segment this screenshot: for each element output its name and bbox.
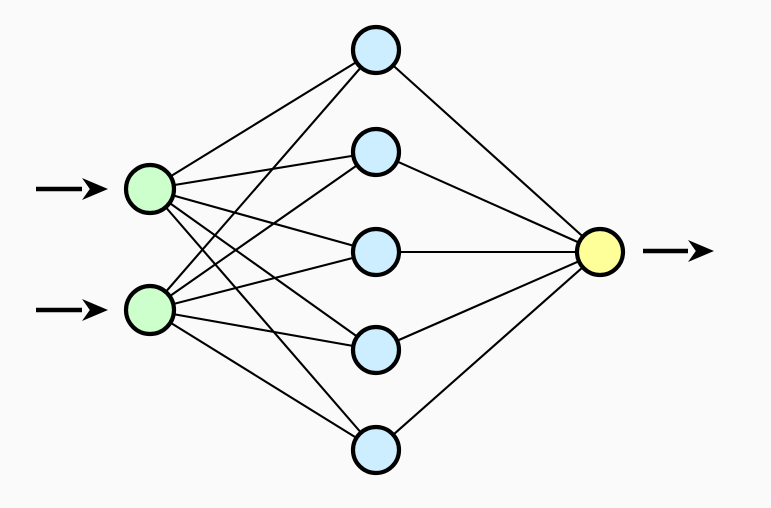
edge-h2-o1 bbox=[375, 151, 601, 253]
node-hidden-1[interactable] bbox=[350, 24, 402, 76]
edge-i2-h3 bbox=[149, 250, 377, 312]
output-arrow bbox=[643, 240, 714, 262]
input-arrow-top bbox=[36, 178, 108, 200]
edges-group bbox=[149, 49, 601, 451]
edge-i2-h2 bbox=[149, 151, 377, 311]
input-arrow-bottom bbox=[36, 299, 108, 321]
node-circle-h2[interactable] bbox=[350, 126, 402, 178]
edge-h4-o1 bbox=[375, 251, 601, 351]
edge-i1-h3 bbox=[149, 187, 377, 254]
input-arrow-top-head bbox=[82, 178, 108, 200]
node-circle-h1[interactable] bbox=[350, 24, 402, 76]
edge-h5-o1 bbox=[375, 251, 601, 451]
edge-i1-h1 bbox=[149, 49, 377, 190]
node-hidden-3[interactable] bbox=[350, 226, 402, 278]
input-arrow-bottom-head bbox=[82, 299, 108, 321]
edge-i1-h4 bbox=[149, 188, 377, 351]
node-circle-i1[interactable] bbox=[123, 162, 177, 216]
node-circle-o1[interactable] bbox=[574, 226, 626, 278]
edge-i1-h5 bbox=[149, 188, 377, 451]
edge-i2-h4 bbox=[149, 308, 377, 352]
node-circle-i2[interactable] bbox=[123, 283, 177, 337]
node-hidden-5[interactable] bbox=[350, 424, 402, 476]
nodes-group bbox=[123, 24, 626, 476]
node-output-1[interactable] bbox=[574, 226, 626, 278]
output-arrow-head bbox=[688, 240, 714, 262]
io-arrows-group bbox=[36, 178, 714, 321]
node-hidden-2[interactable] bbox=[350, 126, 402, 178]
node-circle-h3[interactable] bbox=[350, 226, 402, 278]
edge-h1-o1 bbox=[375, 49, 601, 253]
node-input-2[interactable] bbox=[123, 283, 177, 337]
edge-i2-h1 bbox=[149, 49, 377, 311]
edge-i1-h2 bbox=[149, 150, 377, 191]
node-hidden-4[interactable] bbox=[350, 324, 402, 376]
node-input-1[interactable] bbox=[123, 162, 177, 216]
node-circle-h5[interactable] bbox=[350, 424, 402, 476]
edge-i2-h5 bbox=[149, 309, 377, 451]
node-circle-h4[interactable] bbox=[350, 324, 402, 376]
